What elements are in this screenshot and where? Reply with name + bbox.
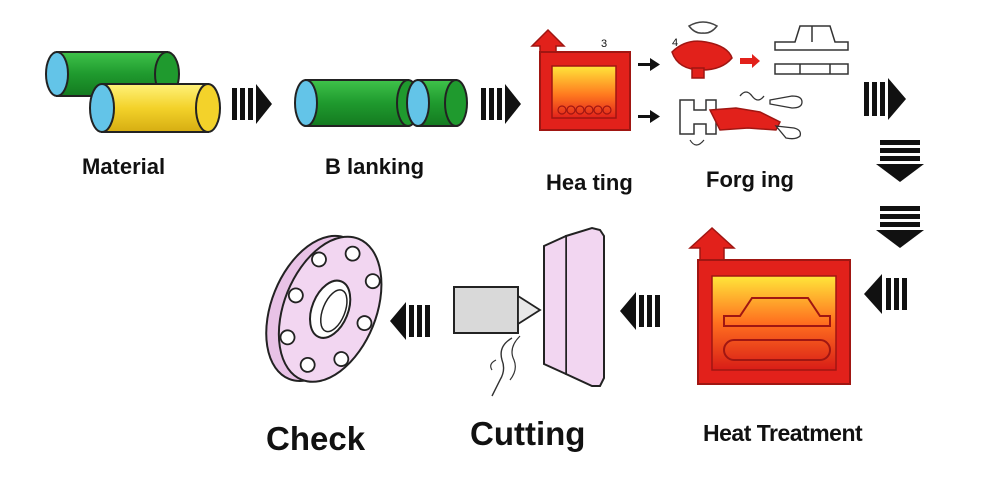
arrow-left-icon — [620, 292, 660, 330]
forging-die-upper-icon: 4 — [671, 21, 760, 79]
yellow-cylinder-icon — [89, 83, 221, 133]
arrow-right-icon — [864, 78, 906, 120]
forged-blank-outline-icon — [774, 25, 849, 75]
arrow-left-icon — [864, 274, 907, 314]
step-label-blanking: B lanking — [325, 154, 425, 179]
step-label-forging: Forg ing — [706, 167, 794, 192]
die-number-4: 4 — [672, 37, 678, 49]
step-label-heat-treatment: Heat Treatment — [703, 420, 863, 446]
step-label-material: Material — [82, 154, 166, 179]
blanking-cylinder-icon — [294, 79, 468, 127]
arrow-left-icon — [390, 302, 430, 340]
heat-treatment-furnace-icon — [688, 226, 851, 385]
small-arrow-right-icon — [638, 58, 660, 123]
forging-die-lower-icon — [679, 91, 803, 146]
arrow-down-icon — [876, 140, 924, 182]
flange-part-icon — [265, 234, 383, 383]
cutting-lathe-icon — [453, 226, 605, 397]
die-number-3: 3 — [601, 38, 607, 50]
step-label-heating: Hea ting — [546, 170, 633, 195]
step-label-check: Check — [266, 420, 366, 457]
arrow-right-icon — [481, 84, 521, 124]
arrow-down-icon — [876, 206, 924, 248]
material-cylinders-icon — [45, 51, 221, 133]
step-label-cutting: Cutting — [470, 415, 586, 452]
arrow-right-icon — [232, 84, 272, 124]
heating-furnace-icon: 3 — [530, 28, 631, 131]
